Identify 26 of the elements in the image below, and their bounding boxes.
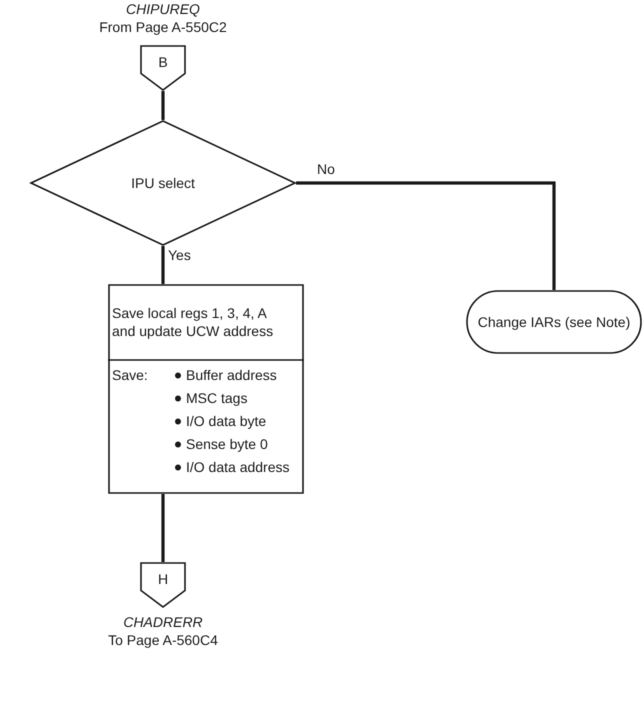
terminal-text: Change IARs (see Note) (478, 314, 630, 330)
process-box (108, 284, 304, 494)
offpage-connector (140, 45, 186, 91)
decision-text: IPU select (131, 175, 195, 191)
list-item: I/O data address (186, 458, 290, 476)
connector-line (161, 91, 165, 120)
list-item: Buffer address (186, 366, 277, 384)
routine-name: CHADRERR (122, 614, 204, 630)
page-reference: To Page A-560C4 (107, 632, 219, 648)
connector-line (161, 494, 165, 562)
list-item: MSC tags (186, 389, 248, 407)
edge-label: No (316, 161, 336, 177)
list-item: Sense byte 0 (186, 435, 268, 453)
routine-name: CHIPUREQ (125, 1, 201, 17)
save-heading: Save: (112, 366, 148, 384)
edge-label: Yes (167, 247, 192, 263)
process-text: Save local regs 1, 3, 4, A and update UCW address (112, 304, 274, 340)
connector-letter: H (158, 571, 168, 588)
offpage-connector (140, 562, 186, 608)
connector-line (161, 246, 165, 284)
page-reference: From Page A-550C2 (98, 19, 228, 35)
decision-diamond (30, 120, 296, 246)
connector-line (296, 181, 556, 290)
connector-letter: B (158, 54, 168, 70)
list-item: I/O data byte (186, 412, 266, 430)
terminal-box (466, 290, 642, 354)
